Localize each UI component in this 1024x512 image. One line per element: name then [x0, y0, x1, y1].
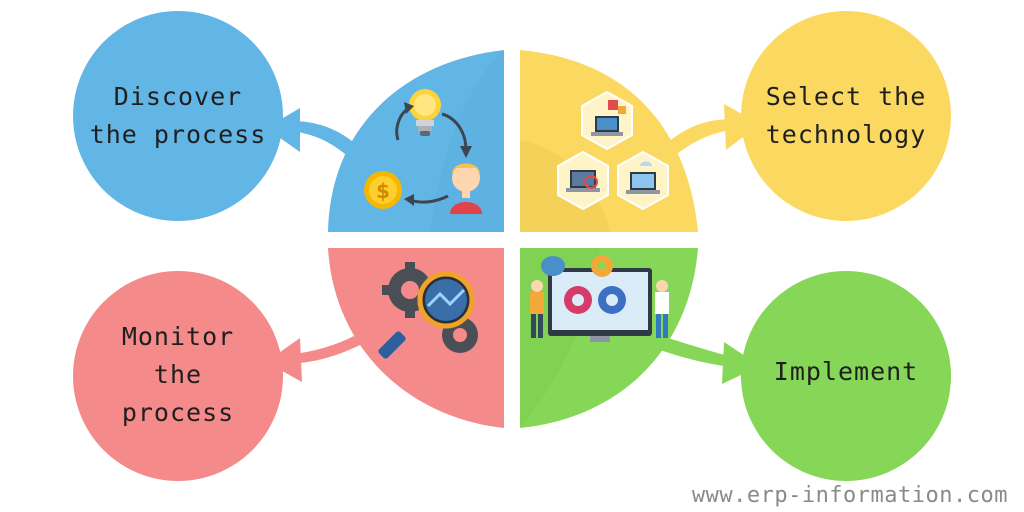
team-dashboard-icon	[530, 255, 669, 342]
monitor-label-line-2: the	[153, 360, 203, 389]
implement-circle	[741, 271, 951, 481]
monitor-label: Monitor the process	[78, 300, 278, 450]
monitor-label-line-3: process	[121, 398, 235, 427]
implement-label: Implement	[746, 334, 946, 410]
select-label-line-1: Select the	[765, 82, 927, 111]
idea-cycle-icon: $	[364, 89, 482, 214]
select-label: Select the technology	[746, 56, 946, 176]
monitor-arrow	[266, 336, 362, 382]
gear-magnifier-icon	[378, 262, 478, 359]
discover-label-line-2: the process	[89, 120, 267, 149]
technology-network-icon	[557, 90, 669, 211]
discover-arrow	[266, 108, 362, 160]
discover-label: Discover the process	[78, 56, 278, 176]
implement-label-line-1: Implement	[773, 357, 919, 386]
discover-circle	[73, 11, 283, 221]
select-label-line-2: technology	[765, 120, 927, 149]
monitor-label-line-1: Monitor	[121, 322, 235, 351]
select-circle	[741, 11, 951, 221]
svg-text:$: $	[376, 179, 390, 203]
implement-arrow	[660, 338, 760, 384]
discover-label-line-1: Discover	[113, 82, 243, 111]
watermark: www.erp-information.com	[691, 483, 1008, 508]
monitor-circle	[73, 271, 283, 481]
select-arrow	[662, 104, 760, 158]
